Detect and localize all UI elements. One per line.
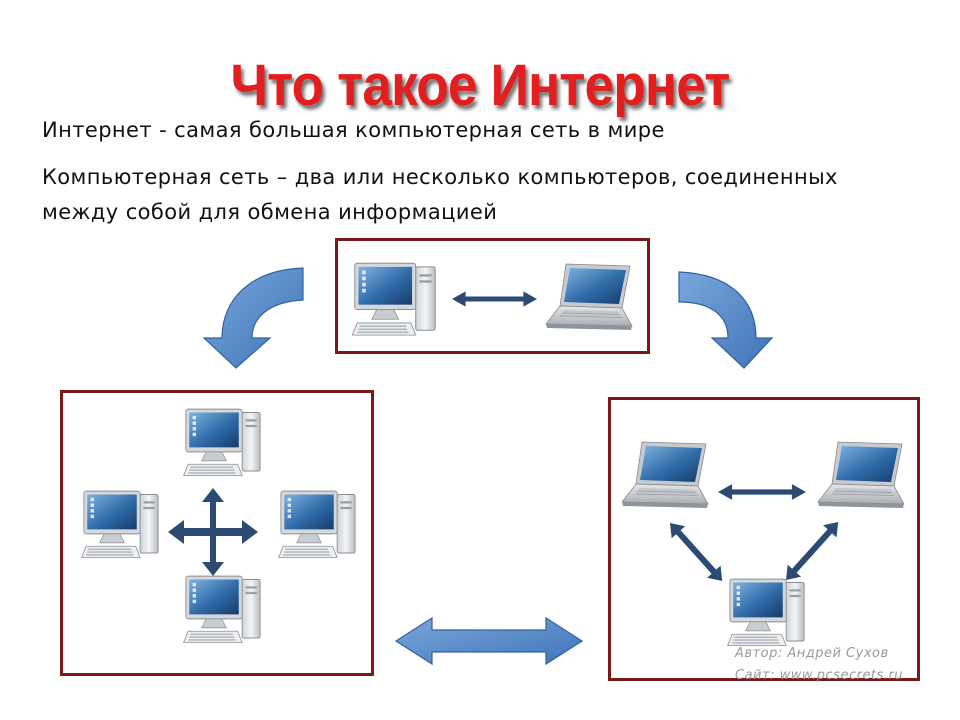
two-way-arrow-icon bbox=[452, 291, 537, 307]
four-way-arrow-icon bbox=[168, 488, 258, 576]
curved-arrow-right-icon bbox=[678, 271, 774, 369]
laptop-icon bbox=[817, 441, 905, 509]
diagonal-arrow-right-icon bbox=[779, 516, 845, 587]
slide-title: Что такое Интернет bbox=[230, 53, 730, 118]
definition-network-line1: Компьютерная сеть – два или несколько ко… bbox=[42, 165, 838, 189]
curved-arrow-left-icon bbox=[202, 267, 304, 369]
laptop-icon bbox=[621, 441, 709, 509]
desktop-computer-icon bbox=[352, 262, 436, 336]
large-two-way-arrow-icon bbox=[394, 616, 584, 666]
laptop-icon bbox=[545, 263, 633, 331]
diagonal-arrow-left-icon bbox=[663, 516, 729, 587]
watermark-author: Автор: Андрей Сухов bbox=[735, 646, 889, 661]
desktop-computer-icon bbox=[183, 575, 261, 644]
desktop-computer-icon bbox=[81, 490, 159, 559]
definition-network-line2: между собой для обмена информацией bbox=[42, 200, 498, 224]
watermark-site: Сайт: www.pcsecrets.ru bbox=[735, 668, 904, 683]
two-way-arrow-icon bbox=[718, 484, 806, 500]
desktop-computer-icon bbox=[727, 578, 805, 647]
desktop-computer-icon bbox=[183, 408, 261, 477]
definition-internet: Интернет - самая большая компьютерная се… bbox=[42, 118, 665, 142]
desktop-computer-icon bbox=[278, 490, 356, 559]
